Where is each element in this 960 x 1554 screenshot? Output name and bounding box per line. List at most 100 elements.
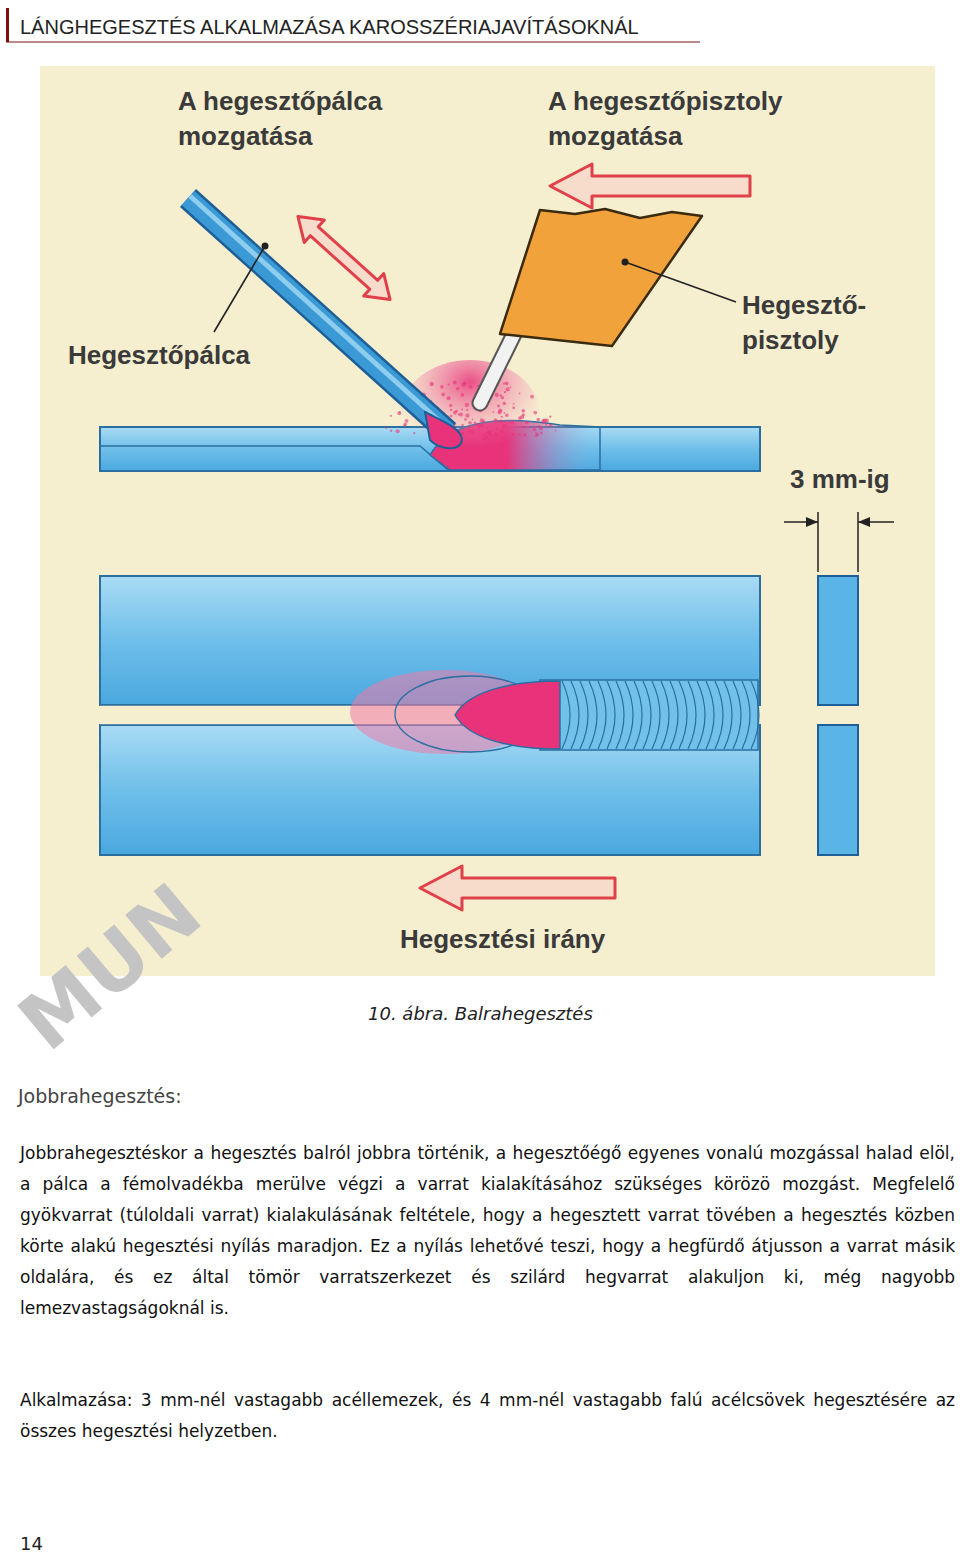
flame-dots-part	[441, 393, 445, 397]
flame-dots-part	[504, 412, 506, 414]
direction-arrow	[420, 866, 615, 910]
weld-ripples-part	[571, 681, 579, 749]
welding-torch-part	[500, 209, 702, 346]
flame-dots-part	[450, 415, 453, 418]
flame-dots-part	[478, 426, 480, 428]
end-section	[818, 576, 858, 855]
flame-dots-part	[468, 421, 471, 424]
flame-dots-part	[533, 428, 536, 431]
flame-dots-part	[465, 403, 469, 407]
flame-dots-part	[494, 432, 498, 436]
flame-dots-part	[498, 409, 502, 413]
flame-dots-part	[450, 409, 452, 411]
flame-dots-part	[549, 424, 553, 428]
flame-dots-part	[502, 402, 506, 406]
body-paragraph: Alkalmazása: 3 mm-nél vastagabb acélleme…	[20, 1385, 955, 1447]
flame-dots-part	[461, 382, 465, 386]
flame-dots-part	[541, 419, 545, 423]
flame-dots-part	[404, 424, 406, 426]
flame	[385, 360, 556, 470]
flame-dots-part	[482, 437, 484, 439]
page-number: 14	[20, 1533, 80, 1554]
flame-dots-part	[519, 393, 521, 395]
flame-dots-part	[496, 427, 499, 430]
flame-dots-part	[429, 382, 433, 386]
flame-dots-part	[464, 418, 467, 421]
weld-ripples-part	[742, 681, 750, 749]
flame-dots-part	[492, 411, 494, 413]
plates-top-view-part	[455, 681, 560, 749]
flame-dots-part	[545, 424, 547, 426]
welding-torch-part	[480, 332, 515, 403]
section-heading: Jobbrahegesztés:	[18, 1084, 318, 1109]
flame-dots-part	[461, 409, 463, 411]
flame-dots-part	[466, 432, 468, 434]
welding-rod-part	[190, 196, 446, 427]
plates-top-view-part	[540, 680, 758, 750]
weld-ripples-part	[670, 681, 678, 749]
dimension-part	[806, 517, 818, 527]
torch-motion-arrow	[550, 164, 750, 208]
weld-ripples-part	[733, 681, 741, 749]
weld-ripples	[562, 681, 759, 749]
flame-dots-part	[461, 424, 463, 426]
flame-dots-part	[397, 411, 401, 415]
flame-dots-part	[512, 406, 515, 409]
weld-ripples-part	[652, 681, 660, 749]
flame-dots-part	[385, 427, 387, 429]
flame-dots-part	[499, 419, 503, 423]
figure-caption: 10. ábra. Balrahegesztés	[368, 1002, 768, 1025]
welding-torch-part	[480, 332, 515, 403]
body-paragraph: Jobbrahegesztéskor a hegesztés balról jo…	[20, 1138, 955, 1324]
weld-ripples-part	[562, 681, 570, 749]
flame-dots-part	[540, 432, 543, 435]
flame-dots-part	[489, 434, 491, 436]
flame-dots-part	[449, 404, 452, 407]
welding-rod-part	[425, 412, 462, 448]
weld-ripples-part	[607, 681, 615, 749]
weld-ripples-part	[715, 681, 723, 749]
weld-ripples-part	[580, 681, 588, 749]
flame-dots-part	[486, 427, 488, 429]
flame-dots-part	[453, 381, 457, 385]
flame-dots-part	[486, 430, 490, 434]
flame-dots-part	[467, 429, 471, 433]
flame-dots-part	[523, 433, 526, 436]
flame-dots-part	[476, 423, 479, 426]
flame-dots-part	[466, 409, 468, 411]
part-label: Hegesztőpálca	[68, 338, 308, 373]
plates-top-view	[100, 576, 760, 855]
welding-torch	[480, 209, 702, 403]
flame-dots-part	[440, 385, 444, 389]
flame-dots-part	[502, 425, 506, 429]
figure-label: A hegesztőpálca mozgatása	[178, 84, 448, 154]
flame-dots-part	[555, 430, 557, 432]
flame-dots-part	[494, 434, 496, 436]
flame-dots-part	[472, 418, 474, 420]
weld-ripples-part	[589, 681, 597, 749]
flame-dots-part	[463, 382, 466, 385]
plate-section-part	[100, 446, 448, 470]
flame-dots-part	[501, 416, 503, 418]
flame-dots-part	[390, 429, 392, 431]
flame-dots-part	[500, 430, 504, 434]
watermark: MUN	[6, 836, 255, 1063]
page-header-part	[6, 42, 700, 43]
flame-dots-part	[482, 420, 485, 423]
welding-rod	[188, 196, 462, 448]
dimension-part	[817, 512, 819, 572]
end-section-part	[818, 725, 858, 855]
flame-dots-part	[501, 396, 504, 399]
flame-dots-part	[513, 403, 515, 405]
flame-dots-part	[481, 426, 483, 428]
flame-dots-part	[446, 396, 450, 400]
flame-dots-part	[455, 410, 458, 413]
flame-dots-part	[493, 418, 497, 422]
flame-dots-part	[403, 422, 407, 426]
flame-dots-part	[505, 381, 509, 385]
flame-dots-part	[518, 433, 520, 435]
leader-lines-part	[625, 262, 736, 302]
figure-label: A hegesztőpisztoly mozgatása	[548, 84, 843, 154]
flame-dots-part	[535, 435, 537, 437]
flame-dots-part	[536, 418, 540, 422]
